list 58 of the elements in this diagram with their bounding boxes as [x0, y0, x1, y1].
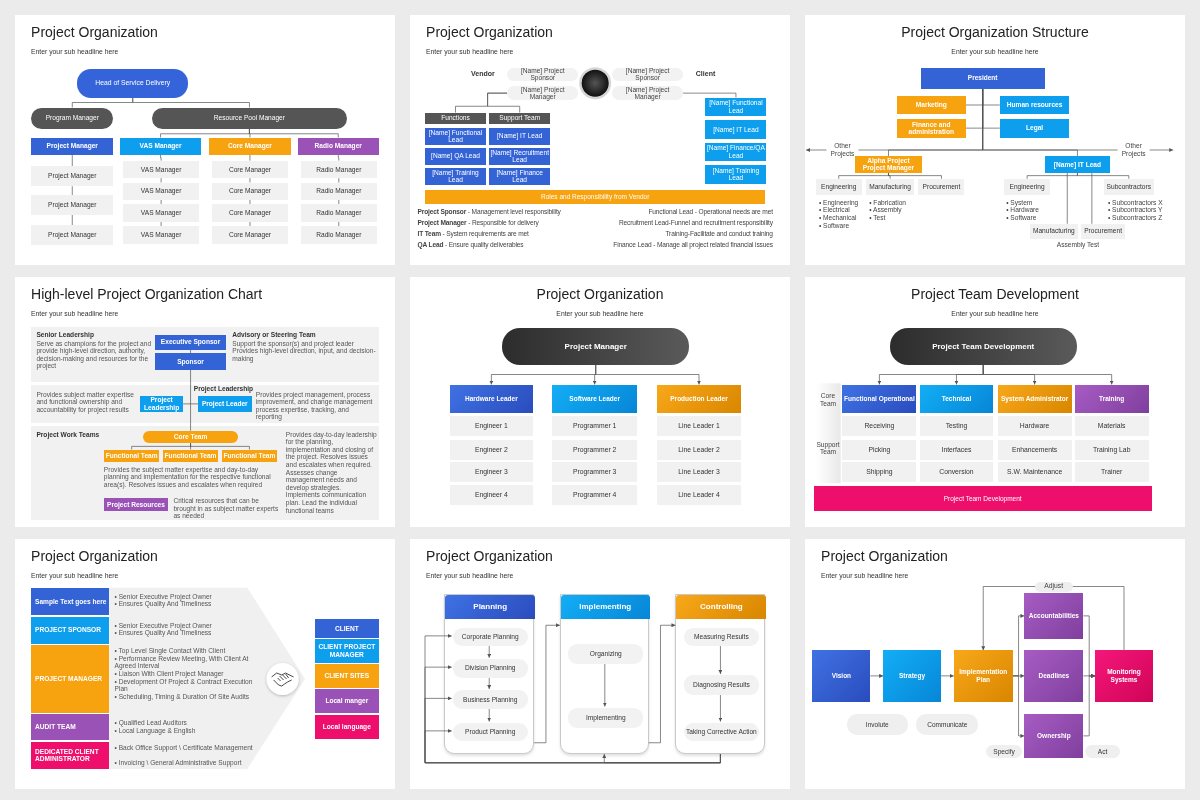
connector-line — [1066, 172, 1068, 225]
section-band — [31, 327, 379, 382]
column-panel — [559, 594, 649, 754]
column-header: Implementing — [560, 595, 650, 619]
connector-line — [160, 221, 162, 227]
connector-line — [190, 442, 250, 450]
connector-line — [249, 128, 339, 138]
slide-card — [805, 15, 1185, 265]
connector-line — [338, 199, 340, 205]
connector-line — [249, 199, 251, 205]
connector-line — [71, 154, 73, 167]
role-pill: Project Manager — [502, 328, 690, 365]
connector-line — [487, 92, 521, 113]
connector-line — [337, 154, 340, 161]
column-header: Controlling — [676, 595, 767, 619]
connector-line — [132, 97, 250, 108]
connector-line — [1091, 172, 1093, 225]
connector-line — [838, 172, 889, 180]
role-pill: Project Team Development — [889, 328, 1077, 365]
column-panel — [675, 594, 766, 754]
connector-line — [160, 199, 162, 205]
slide-card — [805, 277, 1185, 527]
column-panel — [444, 594, 535, 754]
connector-line — [71, 214, 73, 226]
slide-card — [410, 539, 790, 789]
connector-line — [338, 177, 340, 183]
connector-line — [190, 369, 191, 432]
connector-line — [1077, 172, 1130, 180]
connector-line — [160, 154, 162, 161]
slide-title: Project Organization — [536, 285, 664, 302]
slide-title: Project Organization — [821, 547, 948, 564]
slide-title: Project Organization Structure — [901, 23, 1089, 40]
connector-line — [71, 185, 73, 196]
section-band — [31, 425, 379, 520]
connector-line — [182, 403, 199, 405]
slide-card — [15, 15, 395, 265]
slide-title: Project Organization — [31, 547, 158, 564]
connector-line — [249, 154, 251, 161]
connector-line — [982, 88, 1078, 157]
slide-title: Project Organization — [426, 547, 553, 564]
connector-line — [190, 349, 191, 354]
connector-line — [160, 177, 162, 183]
connector-line — [338, 221, 340, 227]
slide-card — [410, 277, 790, 527]
slide-title: Project Team Development — [911, 285, 1079, 302]
connector-line — [1026, 172, 1078, 180]
connector-line — [682, 92, 737, 98]
slide-card — [15, 277, 395, 527]
connector-line — [249, 221, 251, 227]
section-band — [31, 384, 379, 424]
slide-title: High-level Project Organization Chart — [31, 285, 263, 302]
slide-title: Project Organization — [31, 23, 158, 40]
slide-title: Project Organization — [426, 23, 553, 40]
slide-card — [410, 15, 790, 265]
slide-card — [805, 539, 1185, 789]
connector-line — [249, 177, 251, 183]
connector-line — [888, 172, 942, 180]
column-header: Planning — [445, 595, 536, 619]
